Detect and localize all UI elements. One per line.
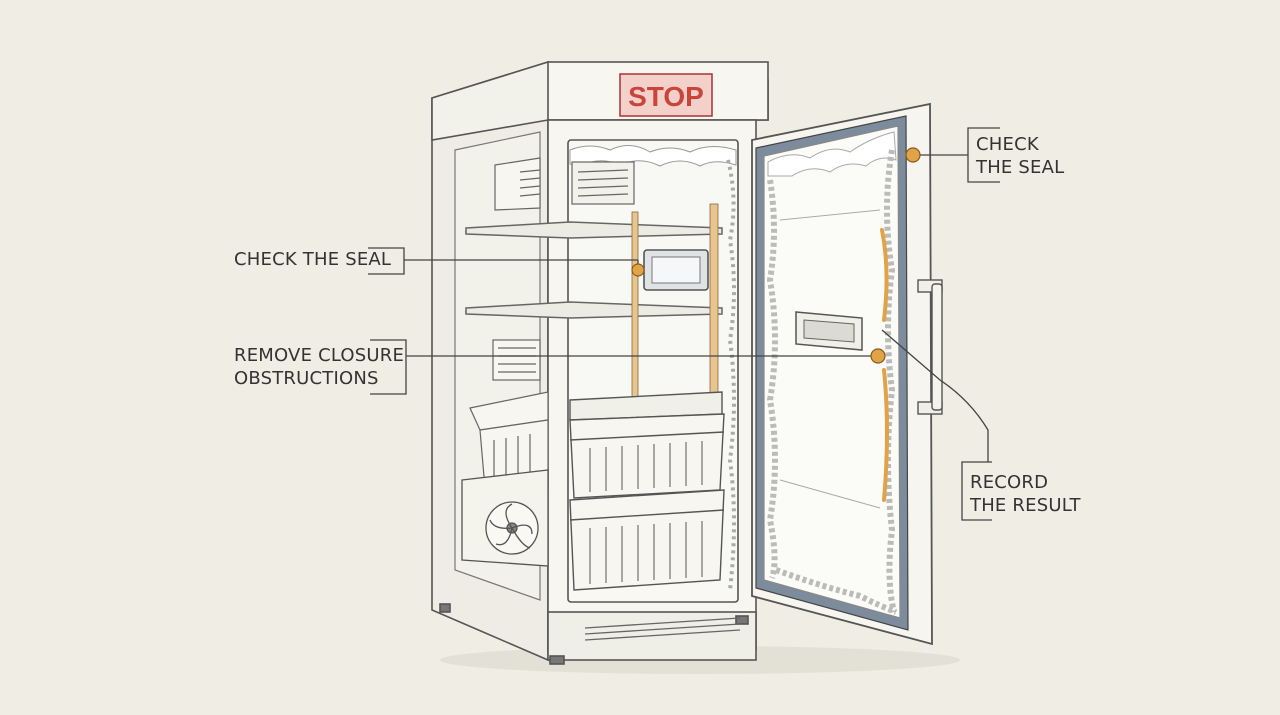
- basket: [569, 489, 725, 591]
- callout-line: THE SEAL: [976, 157, 1065, 178]
- callout-check-seal-right: CHECK THE SEAL: [976, 133, 1064, 179]
- shelf: [465, 221, 723, 239]
- stop-label: STOP: [628, 81, 704, 112]
- thermometer-display-icon: [643, 249, 709, 291]
- main-compartment: [465, 139, 739, 603]
- marker-seal-left: [631, 263, 645, 277]
- callout-line: CHECK: [976, 134, 1039, 155]
- callout-remove-obstructions: REMOVE CLOSURE OBSTRUCTIONS: [234, 344, 404, 390]
- callout-line: RECORD: [970, 472, 1049, 493]
- callout-line: REMOVE CLOSURE: [234, 345, 405, 366]
- callout-connectors: [368, 127, 1000, 521]
- basket: [569, 413, 725, 499]
- fan-icon: [461, 469, 549, 567]
- door-inner-panel: [763, 125, 901, 619]
- kick-vent-icon: [584, 617, 741, 641]
- callout-line: THE RESULT: [970, 495, 1081, 516]
- marker-seal-right: [905, 147, 921, 163]
- foot: [439, 603, 451, 613]
- callout-check-seal-left: CHECK THE SEAL: [234, 248, 391, 271]
- vent-icon: [494, 157, 541, 211]
- shelf: [465, 301, 723, 319]
- foot: [735, 615, 749, 625]
- callout-record-result: RECORD THE RESULT: [970, 471, 1081, 517]
- vent-icon: [492, 339, 541, 381]
- door-handle-icon[interactable]: [917, 279, 943, 415]
- foot: [549, 655, 565, 665]
- marker-obstruction: [870, 348, 886, 364]
- freezer-door[interactable]: [751, 102, 943, 646]
- vent-icon: [571, 161, 635, 205]
- stop-sign: STOP: [619, 73, 713, 117]
- door-latch: [795, 311, 863, 351]
- callout-markers: [631, 147, 921, 364]
- callout-line: CHECK THE SEAL: [234, 249, 392, 270]
- callout-line: OBSTRUCTIONS: [234, 368, 379, 389]
